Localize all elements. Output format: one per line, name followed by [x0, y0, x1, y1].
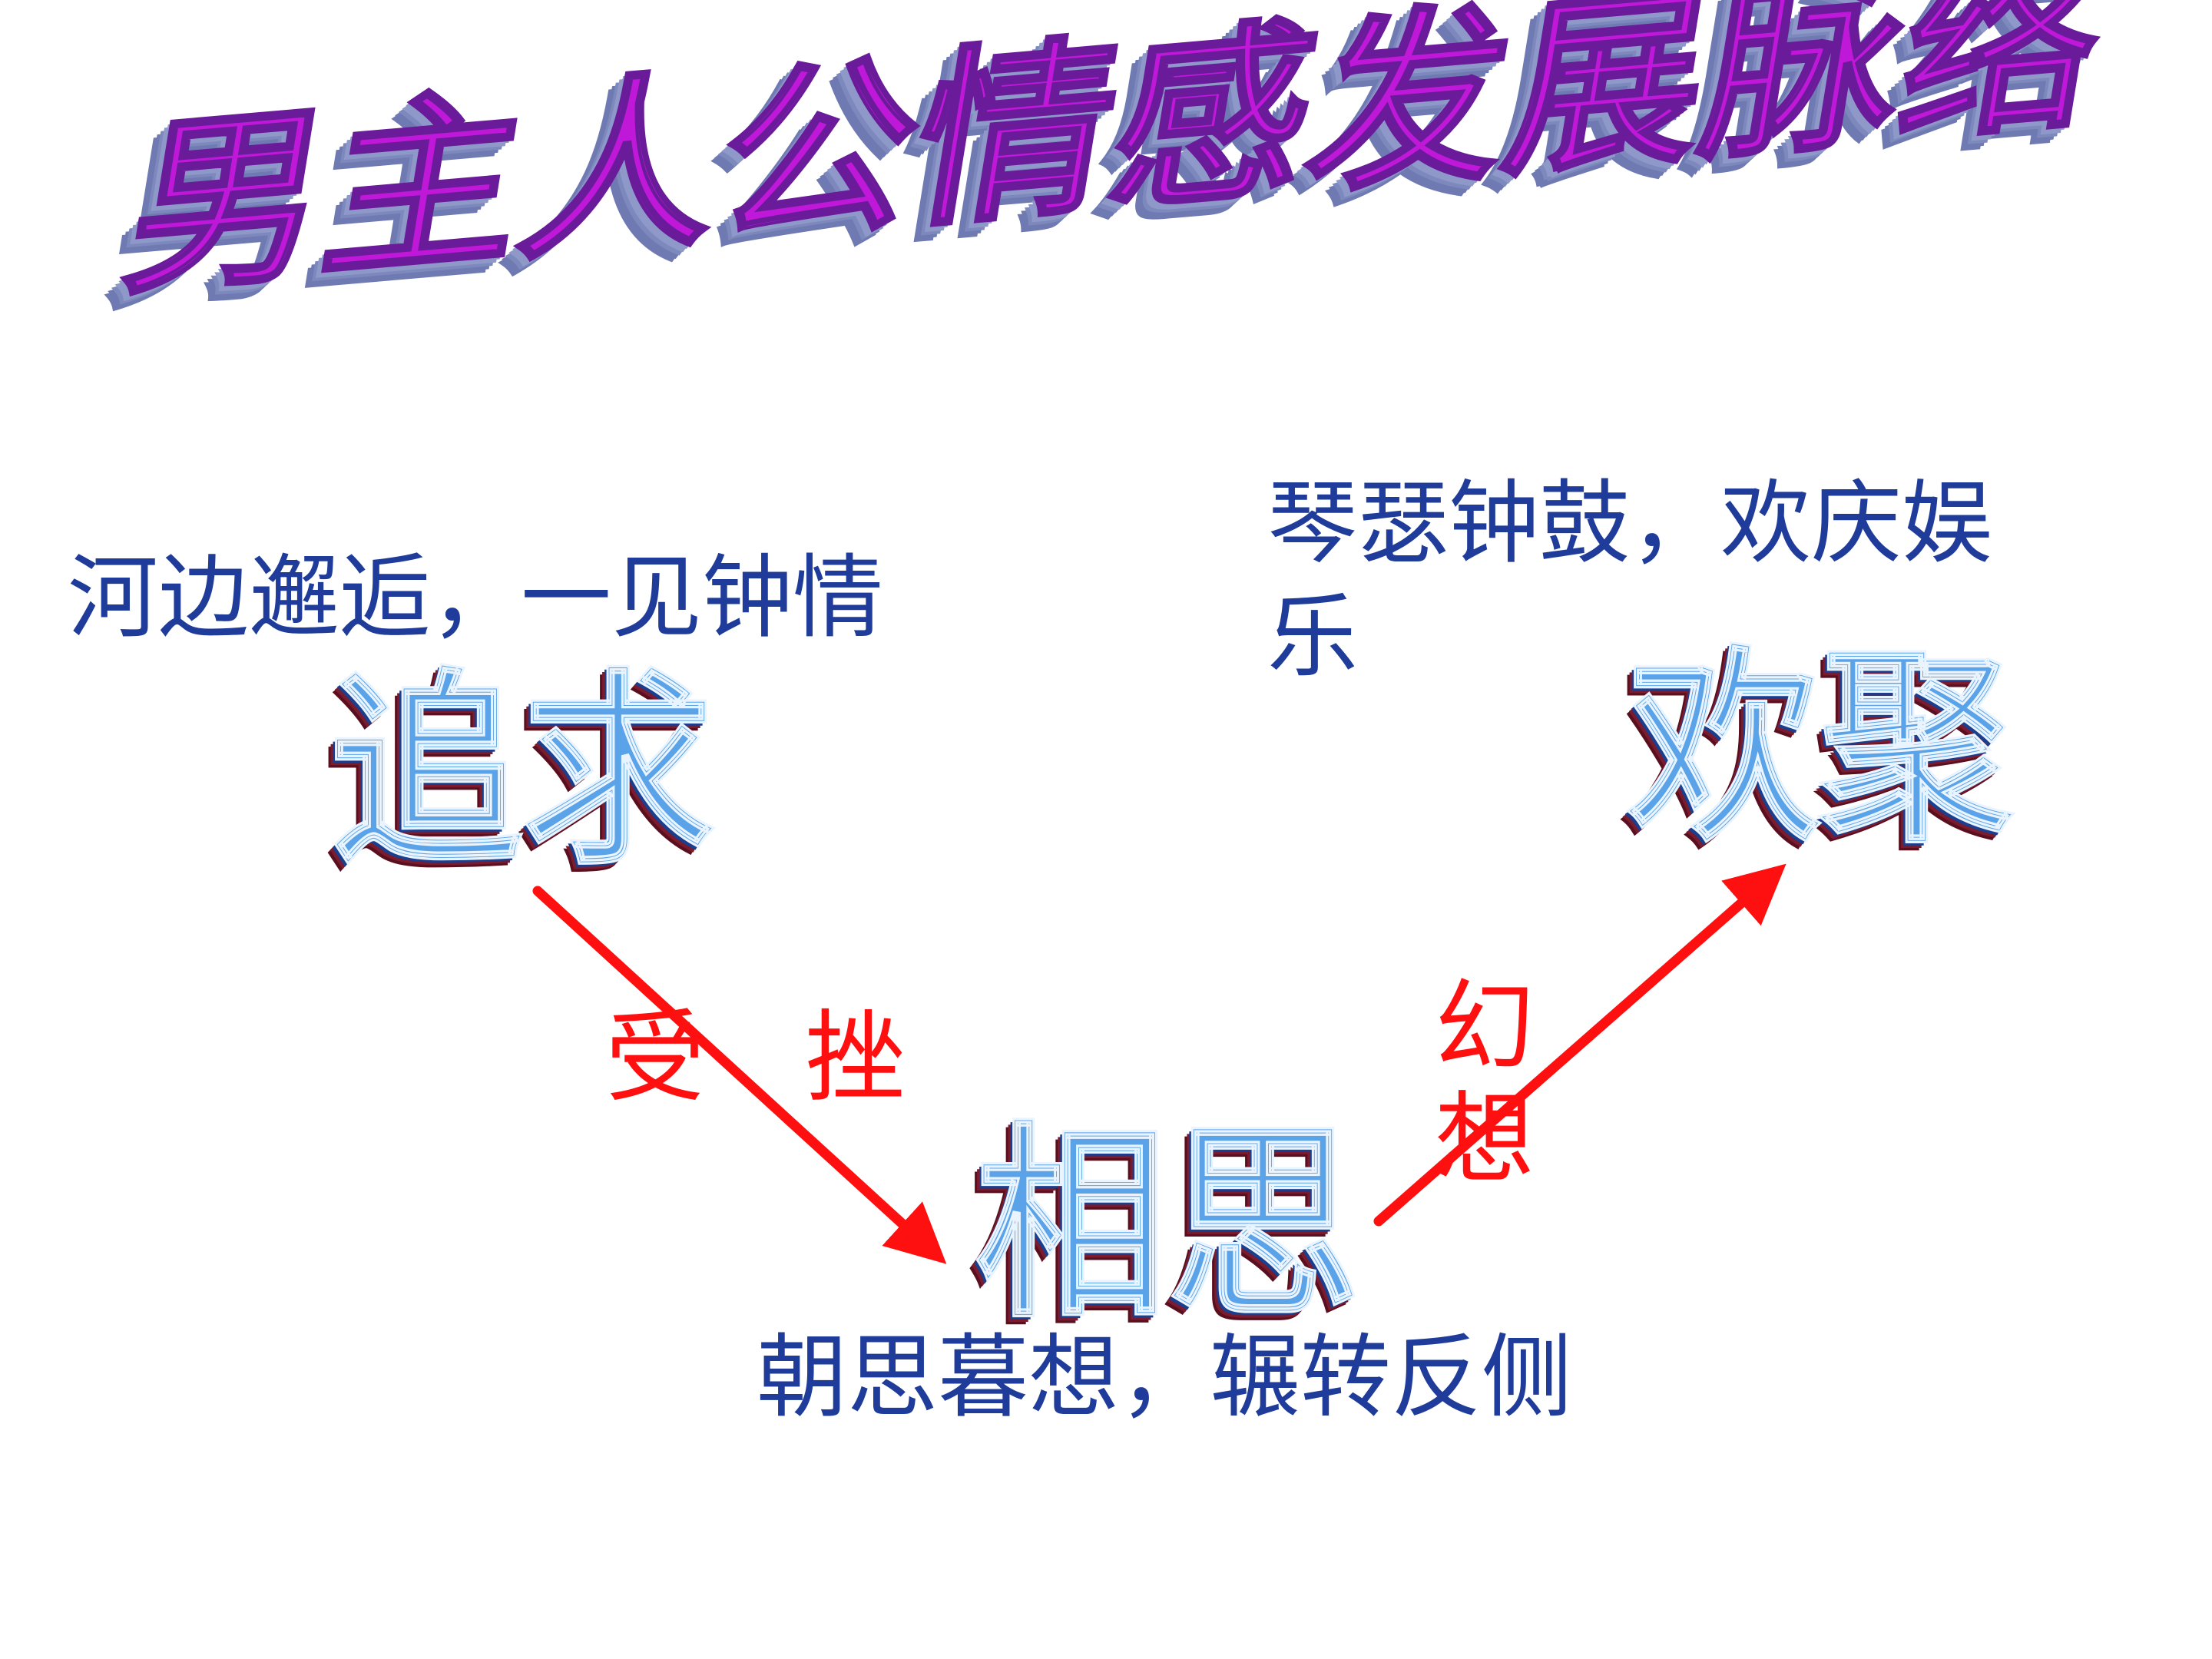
transition-fantasy-label: 幻想	[1435, 969, 1535, 1197]
stage-pursuit: 追求	[329, 651, 716, 892]
stage-reunion: 欢聚	[1628, 628, 2014, 869]
stage-longing: 相思	[975, 1104, 1361, 1346]
caption-celebration: 琴瑟钟鼓，欢庆娱乐	[1267, 470, 1993, 690]
transition-setback-label: 受挫	[605, 999, 1005, 1116]
caption-longing: 朝思暮想，辗转反侧	[757, 1324, 1573, 1430]
caption-meeting: 河边邂逅，一见钟情	[68, 545, 884, 651]
page-title: 男主人公情感发展脉络	[111, 0, 2121, 323]
